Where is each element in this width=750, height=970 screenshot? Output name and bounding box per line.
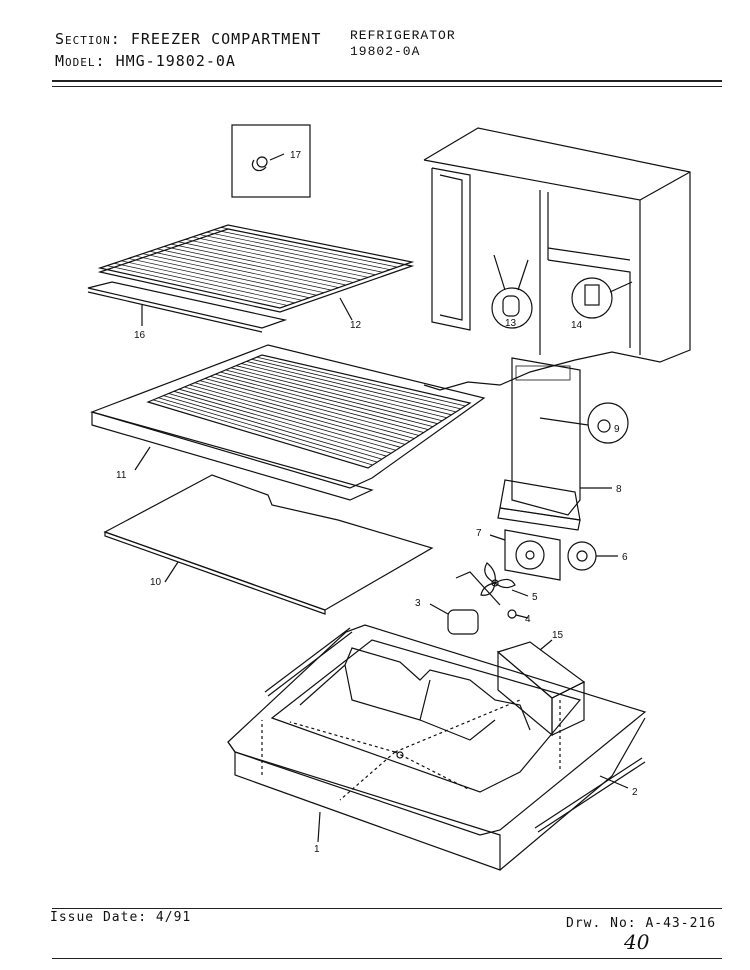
callout-9: 9 <box>614 424 620 435</box>
cabinet-interior <box>423 127 691 391</box>
part-3-motor <box>429 571 501 635</box>
issue-date: Issue Date: 4/91 <box>50 910 192 925</box>
part-4-screw <box>507 609 529 619</box>
callout-8: 8 <box>616 484 622 495</box>
product-name: REFRIGERATOR <box>350 28 456 43</box>
model-value: HMG-19802-0A <box>115 52 236 70</box>
callout-6: 6 <box>622 552 628 563</box>
part-17-clip <box>231 124 311 198</box>
callout-15: 15 <box>552 630 564 641</box>
footer-rule-top <box>52 908 722 909</box>
part-14-detail <box>571 277 633 319</box>
part-1-liner <box>227 624 647 871</box>
callout-3: 3 <box>415 598 421 609</box>
callout-14: 14 <box>571 320 583 331</box>
callout-13: 13 <box>505 318 517 329</box>
part-6-grommet <box>567 541 618 571</box>
part-12-wire-shelf <box>97 224 415 321</box>
part-7-bracket <box>489 529 561 581</box>
part-13-detail <box>491 254 533 329</box>
section-value: FREEZER COMPARTMENT <box>130 30 322 48</box>
section-label: Section: <box>55 30 121 48</box>
callout-4: 4 <box>525 614 531 625</box>
part-11-tray <box>90 344 486 501</box>
drawing-number: Drw. No: A-43-216 <box>566 916 717 931</box>
product-number: 19802-0A <box>350 44 421 59</box>
footer-rule-bottom <box>52 958 722 959</box>
callout-10: 10 <box>150 577 162 588</box>
callout-17: 17 <box>290 150 302 161</box>
part-2-strips <box>264 627 646 833</box>
header-rule-bottom <box>52 86 722 87</box>
callout-7: 7 <box>476 528 482 539</box>
part-9-screw <box>539 402 629 444</box>
callout-2: 2 <box>632 787 638 798</box>
handwritten-note: 40 <box>624 930 650 954</box>
callout-1: 1 <box>314 844 320 855</box>
section-line: Section: FREEZER COMPARTMENT <box>55 30 321 48</box>
part-15-block <box>496 639 586 770</box>
header-rule-top <box>52 80 722 82</box>
callout-11: 11 <box>116 470 127 481</box>
callout-labels: 17 12 16 13 14 9 8 11 7 6 10 5 3 4 15 2 … <box>116 150 638 855</box>
callout-16: 16 <box>134 330 146 341</box>
model-label: Model: <box>55 52 106 70</box>
part-10-panel <box>103 474 434 615</box>
model-line: Model: HMG-19802-0A <box>55 52 236 70</box>
callout-12: 12 <box>350 320 362 331</box>
part-8-duct <box>497 357 612 531</box>
part-5-fan <box>480 562 529 597</box>
part-16-strip <box>87 281 288 333</box>
callout-5: 5 <box>532 592 538 603</box>
